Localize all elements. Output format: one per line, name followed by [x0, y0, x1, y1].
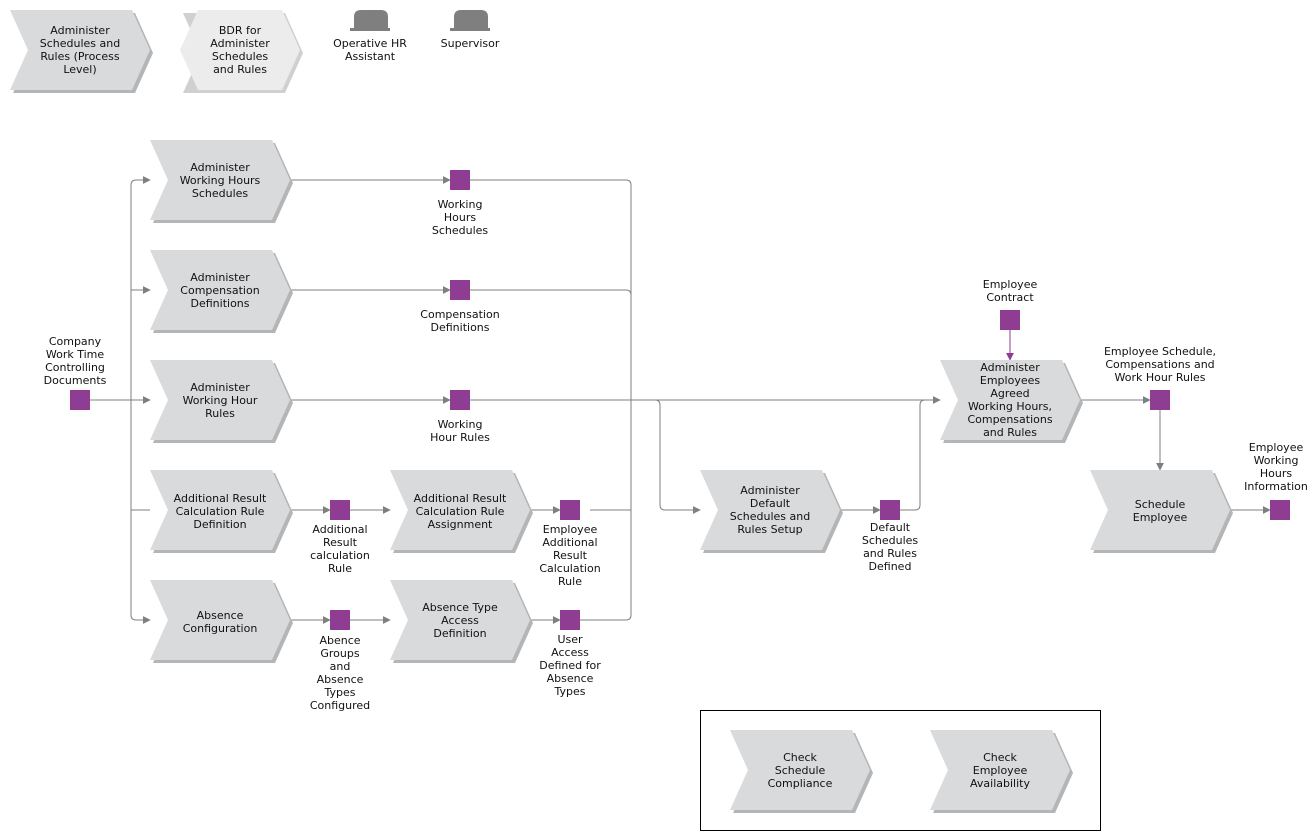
function-schedule-employee [1090, 470, 1233, 553]
object-employee-schedule-output [1150, 390, 1170, 410]
connector-merge-comp [470, 289, 632, 296]
legend-bdr-shape [180, 10, 303, 93]
function-check-compliance-label: Check Schedule Compliance [767, 751, 833, 790]
connector-merge-top [470, 179, 632, 400]
function-absence-type-access-label: Absence Type Access Definition [422, 601, 498, 640]
function-working-hour-rules-label: Administer Working Hour Rules [182, 381, 258, 420]
function-additional-rule-definition [150, 470, 293, 553]
object-company-docs [70, 390, 90, 410]
function-check-availability [930, 730, 1073, 813]
function-check-compliance [730, 730, 873, 813]
object-working-hour-rules-label: Working Hour Rules [430, 418, 490, 444]
connector-docs-bus-lower [130, 400, 151, 624]
function-working-hours-schedules-label: Administer Working Hours Schedules [179, 161, 261, 200]
connector-merge-bottom [580, 400, 632, 621]
object-company-docs-label: Company Work Time Controlling Documents [43, 335, 107, 387]
object-compensation-definitions [450, 280, 470, 300]
connector-docs-bus [90, 176, 151, 401]
function-schedule-employee-label: Schedule Employee [1132, 498, 1188, 524]
legend-bdr-label: BDR for Administer Schedules and Rules [210, 24, 270, 76]
object-compensation-definitions-label: Compensation Definitions [420, 308, 500, 334]
function-employees-agreed-label: Administer Employees Agreed Working Hour… [967, 361, 1053, 439]
object-user-access-label: User Access Defined for Absence Types [539, 633, 601, 698]
function-absence-type-access [390, 580, 533, 663]
object-employee-working-hours-info [1270, 500, 1290, 520]
object-employee-contract-label: Employee Contract [982, 278, 1038, 304]
function-default-schedules-setup-label: Administer Default Schedules and Rules S… [729, 484, 811, 536]
function-compensation-definitions-label: Administer Compensation Definitions [180, 271, 260, 310]
function-absence-configuration-label: Absence Configuration [182, 609, 258, 635]
object-employee-schedule-output-label: Employee Schedule, Compensations and Wor… [1103, 345, 1217, 384]
object-user-access [560, 610, 580, 630]
function-absence-configuration [150, 580, 293, 663]
function-additional-rule-assignment [390, 470, 533, 553]
role-supervisor-label: Supervisor [440, 37, 500, 50]
object-employee-contract [1000, 310, 1020, 330]
object-working-hour-rules [450, 390, 470, 410]
object-absence-groups-label: Abence Groups and Absence Types Configur… [309, 634, 371, 712]
legend-process-level-shape [10, 10, 153, 93]
object-absence-groups [330, 610, 350, 630]
function-additional-rule-assignment-label: Additional Result Calculation Rule Assig… [413, 492, 507, 531]
function-additional-rule-definition-label: Additional Result Calculation Rule Defin… [173, 492, 267, 531]
function-working-hours-schedules [150, 140, 293, 223]
object-working-hours-schedules-label: Working Hours Schedules [431, 198, 489, 237]
side-process-box [700, 710, 1101, 831]
object-additional-result-rule-label: Additional Result calculation Rule [310, 523, 370, 575]
function-check-availability-label: Check Employee Availability [970, 751, 1030, 790]
role-operative-icon [350, 10, 390, 31]
role-operative-label: Operative HR Assistant [333, 37, 407, 63]
object-working-hours-schedules [450, 170, 470, 190]
connector-default-obj-agreed [900, 399, 926, 511]
function-compensation-definitions [150, 250, 293, 333]
role-supervisor-icon [450, 10, 490, 31]
function-default-schedules-setup [700, 470, 843, 553]
object-default-schedules-defined-label: Default Schedules and Rules Defined [861, 521, 919, 573]
function-working-hour-rules [150, 360, 293, 443]
function-employees-agreed [940, 360, 1083, 443]
object-employee-additional-rule [560, 500, 580, 520]
legend-process-level-label: Administer Schedules and Rules (Process … [39, 24, 121, 76]
object-default-schedules-defined [880, 500, 900, 520]
connector-to-default [654, 399, 701, 514]
object-employee-additional-rule-label: Employee Additional Result Calculation R… [539, 523, 601, 588]
object-employee-working-hours-info-label: Employee Working Hours Information [1244, 441, 1308, 493]
object-additional-result-rule [330, 500, 350, 520]
